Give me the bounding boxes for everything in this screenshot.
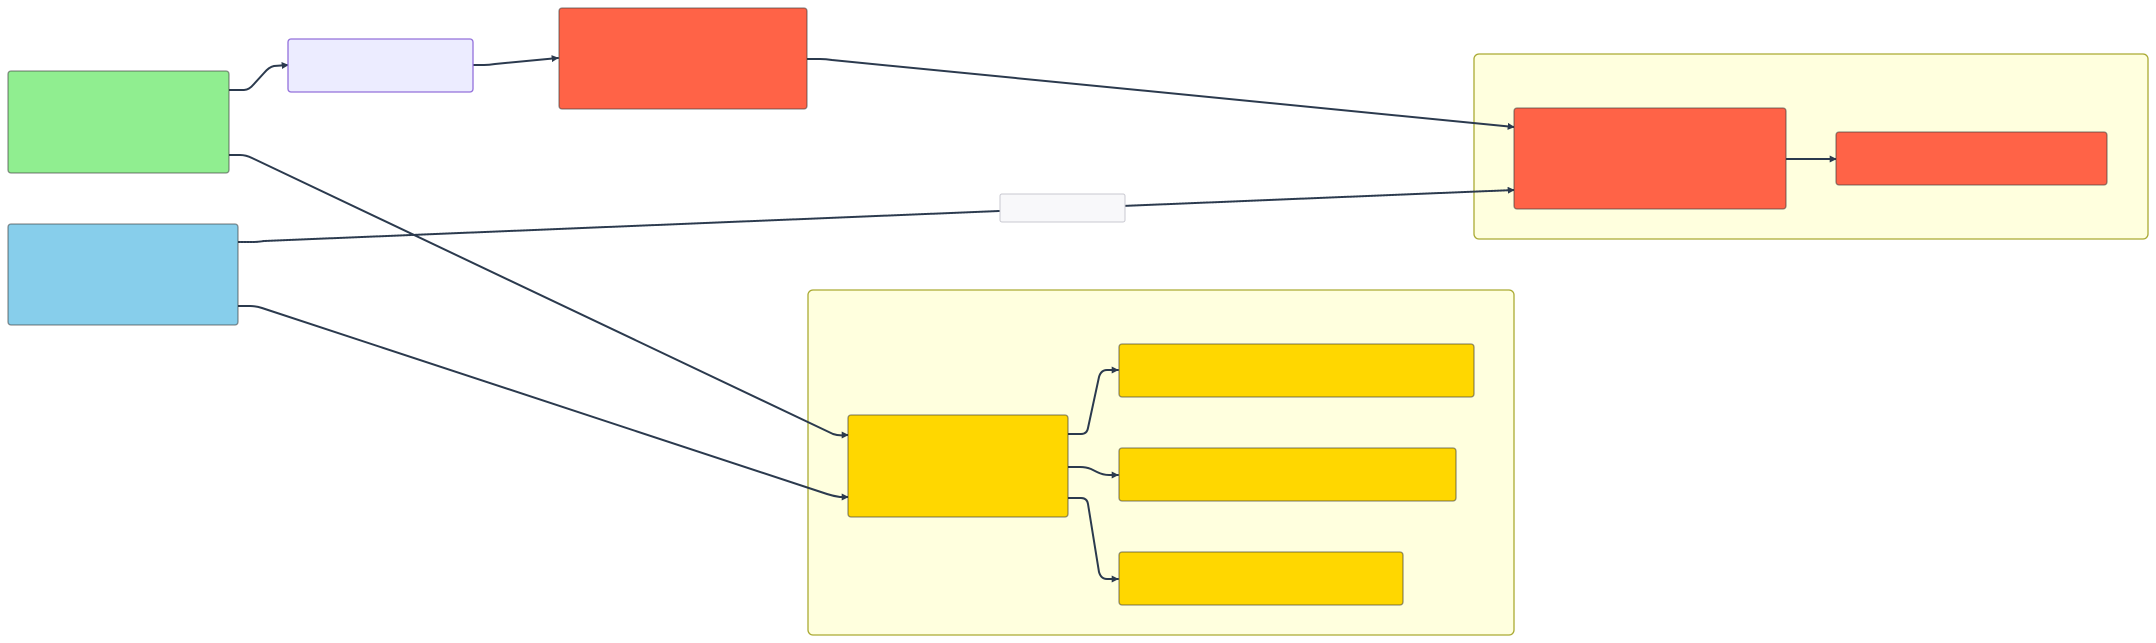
node-red-top[interactable]: [558, 7, 808, 110]
node-green[interactable]: [7, 70, 230, 174]
gold-b-node-box[interactable]: [1118, 447, 1457, 502]
node-gold-main[interactable]: [847, 414, 1069, 518]
edge-lavender-redtop: [472, 55, 559, 66]
blue-node-box[interactable]: [7, 223, 239, 326]
gold-c-node-box[interactable]: [1118, 551, 1404, 606]
gold-main-node-box[interactable]: [847, 414, 1069, 518]
red-main-node-box[interactable]: [1513, 107, 1787, 210]
node-gold-b[interactable]: [1118, 447, 1457, 502]
gold-a-node-box[interactable]: [1118, 343, 1475, 398]
red-small-node-box[interactable]: [1835, 131, 2108, 186]
edge-blue-goldmain: [237, 305, 849, 501]
edge-label-blue-redmain: [999, 193, 1126, 223]
edge-blue-redmain: [237, 186, 1515, 243]
edge-green-goldmain: [228, 154, 849, 439]
edge-label-box: [999, 193, 1126, 223]
node-blue[interactable]: [7, 223, 239, 326]
node-red-small[interactable]: [1835, 131, 2108, 186]
red-top-node-box[interactable]: [558, 7, 808, 110]
edge-green-lavender: [228, 61, 289, 91]
nodes: [7, 7, 2108, 606]
edge-redtop-redmain: [806, 58, 1515, 130]
node-gold-a[interactable]: [1118, 343, 1475, 398]
edges: [228, 55, 1837, 583]
node-gold-c[interactable]: [1118, 551, 1404, 606]
node-lavender[interactable]: [287, 38, 474, 93]
lavender-node-box[interactable]: [287, 38, 474, 93]
green-node-box[interactable]: [7, 70, 230, 174]
node-red-main[interactable]: [1513, 107, 1787, 210]
edge-goldmain-goldb: [1067, 466, 1119, 479]
edge-goldmain-goldc: [1067, 497, 1119, 583]
edge-goldmain-golda: [1067, 366, 1119, 435]
